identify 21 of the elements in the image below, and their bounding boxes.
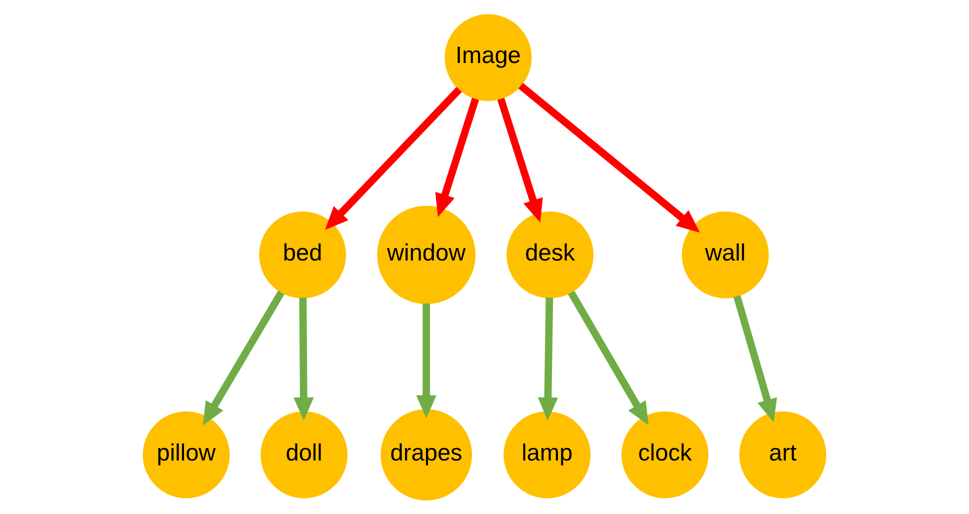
node-circle: pillow [142,410,230,498]
node-circle: bed [259,210,346,298]
arrow [416,303,436,418]
arrow [568,290,649,425]
arrow [518,82,700,232]
arrow [294,297,314,420]
node-circle: drapes [380,408,472,500]
node-circle: desk [506,210,594,298]
arrow [497,97,543,222]
node-circle: lamp [504,410,591,498]
arrow [325,86,462,230]
node-circle: art [739,410,826,498]
node-circle: Image [444,14,532,101]
arrow [202,290,284,425]
arrow [538,297,558,420]
node-circle: doll [260,410,348,498]
arrow [435,97,480,216]
node-circle: clock [621,410,708,498]
node-circle: wall [682,210,769,298]
node-circle: window [377,205,476,304]
arrow [733,294,777,422]
